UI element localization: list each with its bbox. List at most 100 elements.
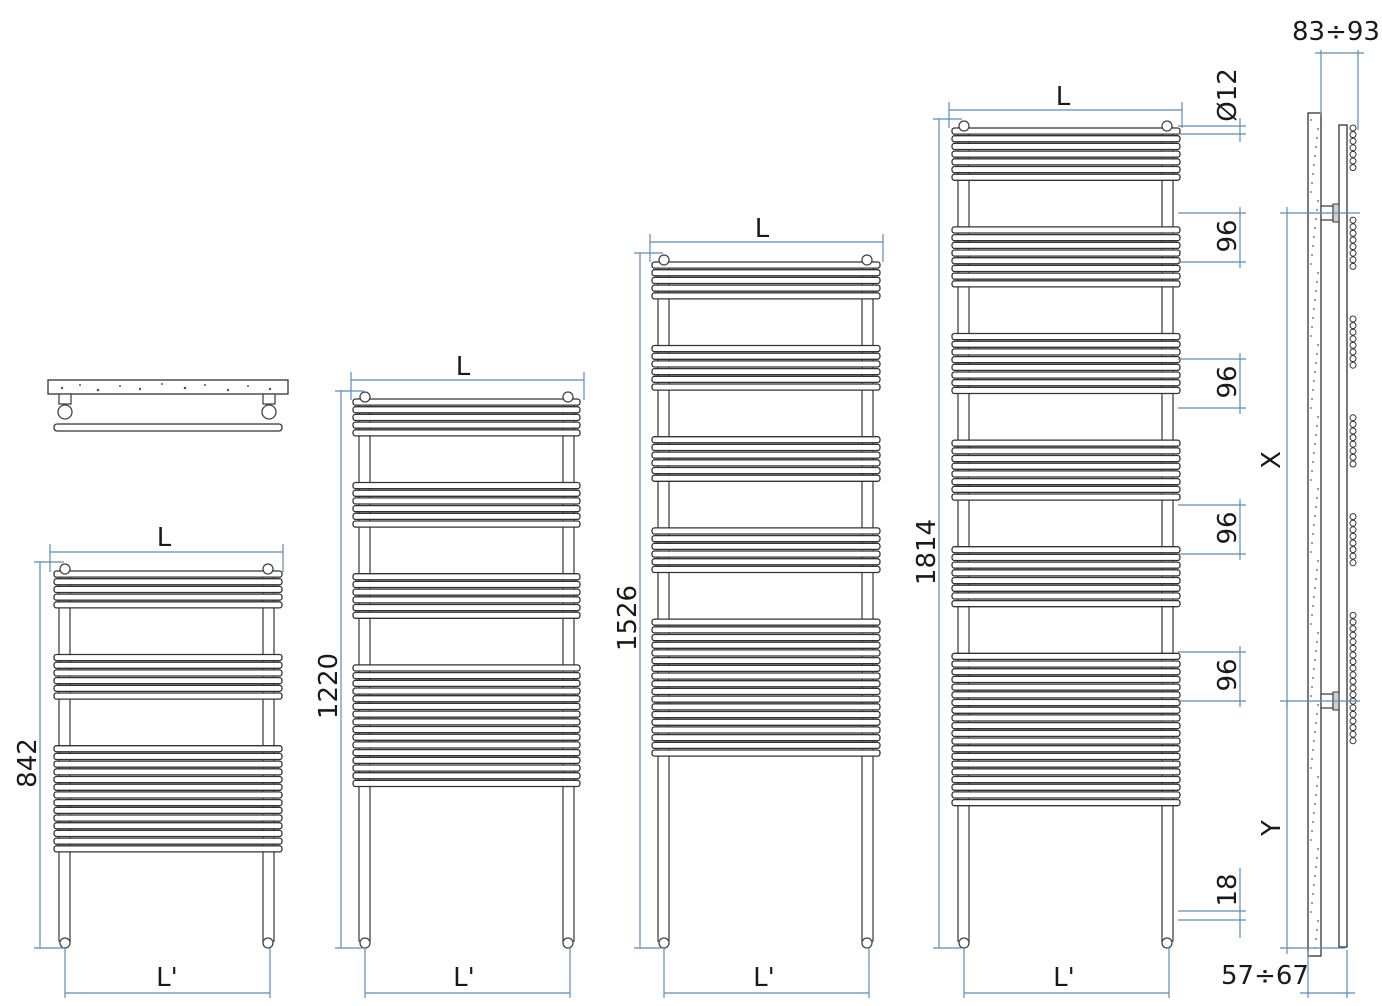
rod-profile (1349, 328, 1357, 336)
radiator-1526-bottom-left-valve (658, 937, 670, 949)
rod (352, 481, 581, 490)
rod (951, 355, 1181, 364)
rod (651, 527, 881, 535)
rod (951, 760, 1181, 768)
rod (651, 474, 881, 482)
spacing-label-4: 96 (1213, 658, 1243, 691)
rod (951, 447, 1181, 455)
rod (951, 698, 1181, 707)
rod (951, 798, 1181, 807)
wall-speckle (1314, 803, 1316, 805)
rod-profile (1349, 559, 1357, 567)
rod (53, 601, 283, 609)
rod-profile (1349, 341, 1357, 349)
radiator-1526-top-left-cap (658, 254, 670, 266)
radiator-1814-top-right-cap (1161, 120, 1173, 132)
rod-profile (1349, 322, 1357, 330)
wall-speckle (1317, 776, 1319, 778)
rod (651, 680, 881, 688)
rod (951, 477, 1181, 486)
rod (53, 845, 283, 853)
rod (951, 721, 1181, 730)
rod-profile (1349, 638, 1357, 646)
rod (951, 561, 1181, 569)
wall-speckle (1316, 569, 1318, 571)
rod (651, 284, 881, 292)
rod-profile (1349, 229, 1357, 237)
rod-profile (1349, 704, 1357, 712)
wall-speckle (1310, 623, 1312, 625)
rod (651, 360, 881, 368)
rod (352, 748, 581, 757)
depth-top-label: 83÷93 (1292, 17, 1380, 47)
bottom-gap-label: 18 (1213, 873, 1243, 906)
rod (53, 783, 283, 791)
rod-profile (1349, 526, 1357, 534)
rod (53, 806, 283, 815)
rod (53, 798, 283, 807)
rod (951, 775, 1181, 784)
rod (352, 580, 581, 589)
rod-profile (1349, 249, 1357, 257)
radiator-1526-pipe-label: L' (753, 963, 775, 993)
wall-speckle (1313, 668, 1315, 670)
rod (352, 772, 581, 780)
rod-profile (1349, 611, 1357, 619)
rod (352, 603, 581, 612)
rod-profile (1349, 434, 1357, 442)
wall-speckle (1314, 587, 1316, 589)
rod-profile (1349, 144, 1357, 152)
radiator-1526-rods (651, 261, 881, 757)
rod (651, 292, 881, 300)
wall-speckle (1310, 263, 1312, 265)
radiator-842-bottom-right-valve (262, 937, 274, 949)
wall-speckle (1316, 425, 1318, 427)
radiator-1814-height-label: 1814 (912, 519, 942, 585)
rod (951, 226, 1181, 234)
wall-speckle (1311, 686, 1313, 688)
rod (951, 257, 1181, 265)
rod (651, 672, 881, 680)
radiator-1220-width-label: L (456, 352, 471, 382)
rod (352, 695, 581, 703)
side-view: 83÷93 57÷67 X Y (1221, 17, 1380, 998)
rod-profile (1349, 447, 1357, 455)
rod-profile (1349, 427, 1357, 435)
rod-profile (1349, 453, 1357, 461)
wall-speckle (1315, 506, 1317, 508)
rod (951, 150, 1181, 158)
radiator-1814-width-dimension: L (948, 82, 1183, 128)
radiator-842-height-dimension: 842 (13, 561, 64, 949)
radiator-842-pipe-dimension: L' (64, 948, 271, 998)
rod (951, 569, 1181, 577)
wall-speckle (1316, 857, 1318, 859)
radiator-1814-pipe-dimension: L' (963, 948, 1170, 998)
rod (352, 421, 581, 429)
rod (352, 756, 581, 765)
side-x-dimension: X (1257, 207, 1360, 707)
rod (951, 546, 1181, 554)
rod (53, 570, 283, 578)
wall-speckle (1311, 326, 1313, 328)
rod (951, 241, 1181, 250)
rod-profile (1349, 710, 1357, 718)
wall-speckle (1311, 830, 1313, 832)
rod (352, 718, 581, 726)
rod (951, 493, 1181, 501)
rod-profile (1349, 223, 1357, 231)
side-y-dimension: Y (1257, 701, 1345, 954)
rod-profile (1349, 684, 1357, 692)
rod (951, 729, 1181, 738)
wall-speckle (1310, 191, 1312, 193)
rod-profile (1349, 631, 1357, 639)
wall-speckle (1312, 893, 1314, 895)
rod (651, 459, 881, 467)
spacing-dimension-4: 96 (1178, 646, 1246, 707)
rod (951, 363, 1181, 372)
rod-profile (1349, 513, 1357, 521)
wall-speckle (1310, 839, 1312, 841)
tube-diameter-dimension: Ø12 (1178, 68, 1246, 142)
wall-speckle (1317, 488, 1319, 490)
rod-profile (1349, 157, 1357, 165)
rod (352, 520, 581, 528)
